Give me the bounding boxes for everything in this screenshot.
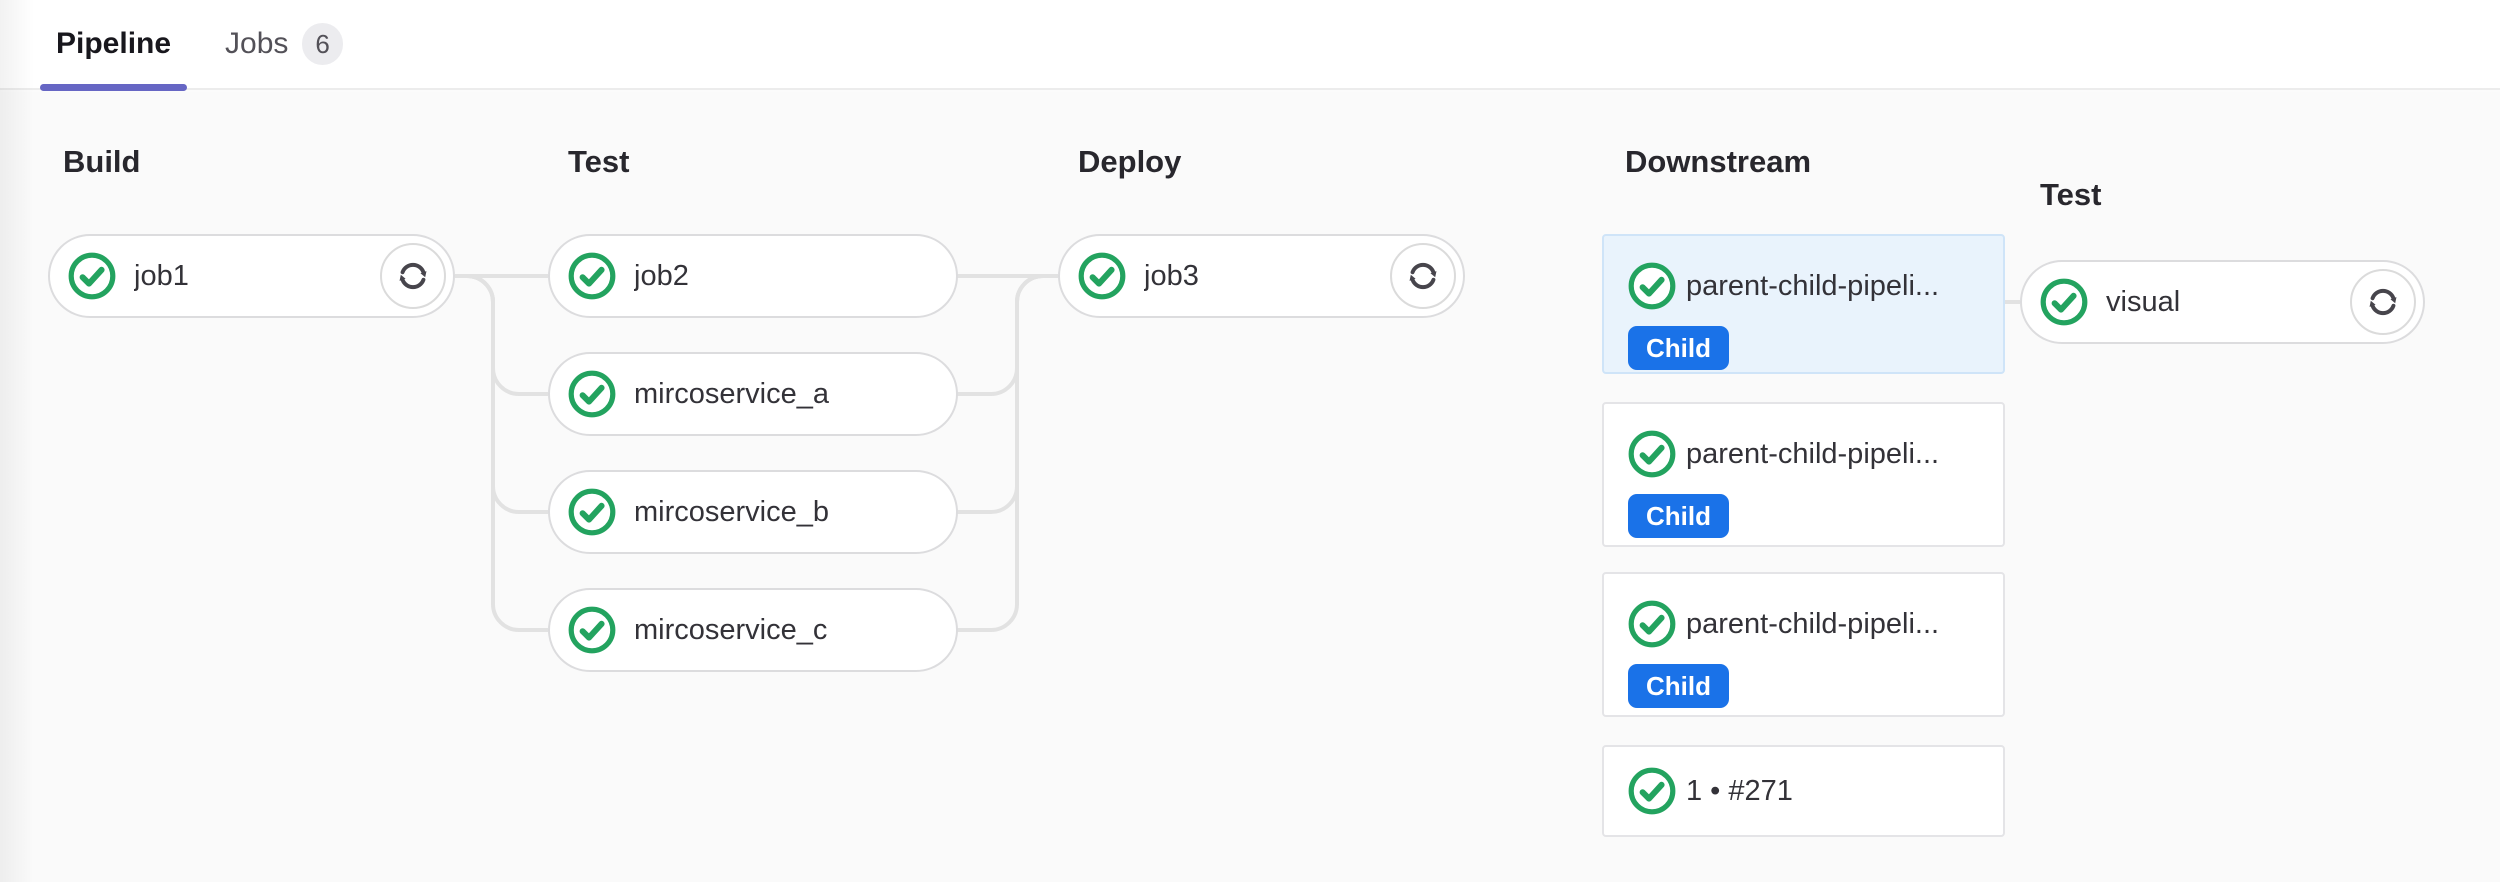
job-label: job2: [634, 259, 689, 292]
status-success-icon: [1628, 262, 1676, 310]
status-success-icon: [1628, 600, 1676, 648]
status-success-icon: [2040, 278, 2088, 326]
downstream-pipeline-label: parent-child-pipeli...: [1686, 269, 1940, 302]
downstream-summary-card[interactable]: 1 • #271: [1602, 745, 2005, 837]
status-success-icon: [68, 252, 116, 300]
status-success-icon: [1628, 430, 1676, 478]
tab-pipeline-label: Pipeline: [56, 27, 172, 60]
child-pipeline-badge: Child: [1628, 326, 1729, 370]
retry-icon: [2369, 288, 2397, 316]
stage-header-downstream: Downstream: [1625, 144, 1812, 179]
job-label: mircoservice_c: [634, 613, 828, 646]
job-pill-job3[interactable]: job3: [1058, 234, 1465, 318]
stage-header-test-2: Test: [2040, 177, 2102, 212]
status-success-icon: [568, 252, 616, 300]
pipeline-connector-lines: [455, 274, 2020, 632]
stage-header-test: Test: [568, 144, 630, 179]
job-pill-mircoservice-c[interactable]: mircoservice_c: [548, 588, 958, 672]
retry-job-button[interactable]: [380, 243, 446, 309]
status-success-icon: [1078, 252, 1126, 300]
status-success-icon: [568, 606, 616, 654]
child-pipeline-badge: Child: [1628, 664, 1729, 708]
status-success-icon: [568, 370, 616, 418]
stage-header-build: Build: [63, 144, 141, 179]
pipeline-tab-bar: Pipeline Jobs 6: [0, 0, 2500, 91]
downstream-summary-label: 1 • #271: [1686, 774, 1793, 807]
job-pill-job1[interactable]: job1: [48, 234, 455, 318]
retry-icon: [1409, 262, 1437, 290]
pipeline-graph-canvas: Build Test Deploy Downstream Test job1: [0, 92, 2500, 882]
job-pill-mircoservice-b[interactable]: mircoservice_b: [548, 470, 958, 554]
job-label: visual: [2106, 285, 2181, 318]
tab-pipeline[interactable]: Pipeline: [40, 0, 188, 91]
retry-job-button[interactable]: [1390, 243, 1456, 309]
retry-icon: [399, 262, 427, 290]
retry-job-button[interactable]: [2350, 269, 2416, 335]
jobs-count-badge: 6: [302, 23, 343, 65]
job-label: mircoservice_a: [634, 377, 829, 410]
job-pill-job2[interactable]: job2: [548, 234, 958, 318]
downstream-pipeline-card[interactable]: parent-child-pipeli... Child: [1602, 402, 2005, 547]
status-success-icon: [1628, 767, 1676, 815]
downstream-pipeline-card[interactable]: parent-child-pipeli... Child: [1602, 234, 2005, 374]
downstream-pipeline-label: parent-child-pipeli...: [1686, 437, 1940, 470]
status-success-icon: [568, 488, 616, 536]
tab-jobs[interactable]: Jobs 6: [209, 0, 359, 89]
job-pill-mircoservice-a[interactable]: mircoservice_a: [548, 352, 958, 436]
job-pill-visual[interactable]: visual: [2020, 260, 2425, 344]
tab-jobs-label: Jobs: [225, 27, 289, 60]
stage-header-deploy: Deploy: [1078, 144, 1182, 179]
job-label: job3: [1144, 259, 1199, 292]
child-pipeline-badge: Child: [1628, 494, 1729, 538]
downstream-pipeline-card[interactable]: parent-child-pipeli... Child: [1602, 572, 2005, 717]
job-label: job1: [134, 259, 189, 292]
job-label: mircoservice_b: [634, 495, 829, 528]
downstream-pipeline-label: parent-child-pipeli...: [1686, 607, 1940, 640]
